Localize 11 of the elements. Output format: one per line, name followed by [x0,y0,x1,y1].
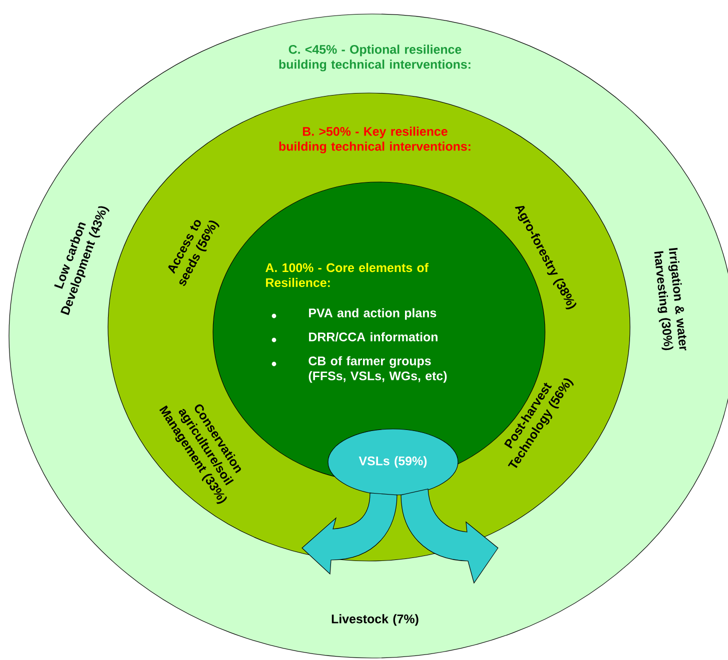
ring-heading: C. <45% - Optional resilience building technical interventions: [279,44,470,72]
ellipse-label: VSLs (59%) [358,456,427,468]
category-label: Livestock (7%) [332,614,418,626]
ring-heading: B. >50% - Key resilience building technical interventions: [279,126,470,154]
bullet-item: PVA and action plans [309,308,436,320]
bullet-item: DRR/CCA information [309,332,438,342]
curved-arrow [302,492,398,574]
category-label: Irrigation & water harvesting (30%) [654,248,686,350]
core-heading: A. 100% - Core elements of Resilience: [266,262,429,288]
curved-arrow [400,488,498,584]
bullet-item: CB of farmer groups (FFSs, VSLs, WGs, etc) [308,356,447,383]
